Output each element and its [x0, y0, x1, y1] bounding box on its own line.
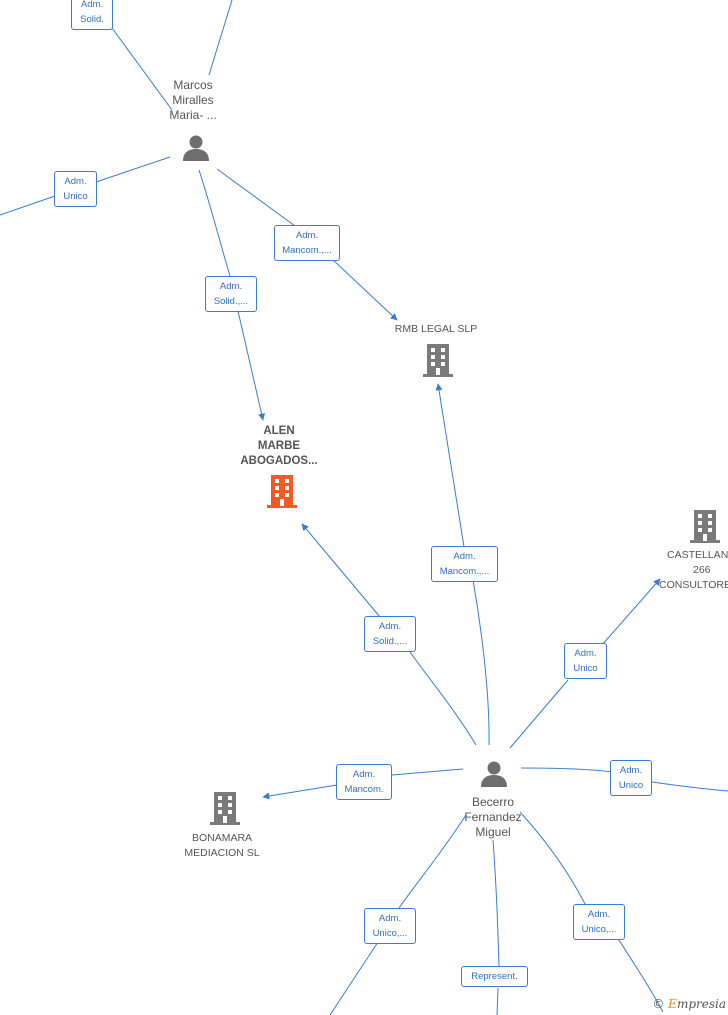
person-icon[interactable] — [479, 759, 509, 789]
company-label-castellana[interactable]: CASTELLANA 266 CONSULTORES — [659, 549, 728, 591]
relation-label[interactable]: Adm. Unico,... — [364, 908, 416, 944]
relation-label[interactable]: Adm. Mancom.,... — [431, 546, 498, 582]
relation-label[interactable]: Adm. Mancom. — [336, 764, 392, 800]
edge-becerro-rmb — [438, 384, 490, 746]
relation-label[interactable]: Adm. Mancom.,... — [274, 225, 340, 261]
edge-becerro-right — [520, 767, 728, 792]
edge-becerro-bottom — [492, 839, 500, 1015]
relation-label[interactable]: Adm. Solid.,... — [364, 616, 416, 652]
edge-top-solid — [111, 27, 173, 111]
building-icon[interactable] — [421, 342, 455, 378]
building-icon[interactable] — [265, 473, 299, 509]
relation-label[interactable]: Adm. Unico,... — [573, 904, 625, 940]
company-label-bonamara[interactable]: BONAMARA MEDIACION SL — [184, 832, 260, 859]
relation-label[interactable]: Adm. Unico — [54, 171, 97, 207]
edge-becerro-castellana — [509, 579, 660, 749]
company-label-alen[interactable]: ALEN MARBE ABOGADOS... — [240, 425, 318, 467]
building-icon[interactable] — [208, 790, 242, 826]
company-label-rmb[interactable]: RMB LEGAL SLP — [394, 323, 478, 335]
person-icon[interactable] — [181, 133, 211, 163]
edge-becerro-alen — [302, 524, 477, 746]
edge-becerro-bottom-left — [329, 814, 467, 1015]
building-icon[interactable] — [688, 508, 722, 544]
edge-top-to-marcos — [208, 0, 233, 76]
relation-label[interactable]: Represent. — [461, 966, 528, 987]
person-label-becerro[interactable]: Becerro Fernandez Miguel — [464, 795, 522, 839]
relation-label[interactable]: Adm. Solid.,... — [205, 276, 257, 312]
edge-marcos-rmb — [216, 168, 397, 320]
relation-label[interactable]: Adm. Unico — [564, 643, 607, 679]
edge-marcos-alen — [198, 169, 263, 420]
edge-becerro-bonamara — [263, 768, 464, 797]
relation-label[interactable]: Adm. Solid. — [71, 0, 113, 30]
relation-label[interactable]: Adm. Unico — [610, 760, 652, 796]
empresia-logo: © Empresia — [652, 997, 726, 1011]
edge-marcos-left — [0, 156, 171, 216]
person-label-marcos[interactable]: Marcos Miralles Maria- ... — [169, 78, 217, 122]
edge-becerro-bottom-right — [519, 811, 664, 1013]
